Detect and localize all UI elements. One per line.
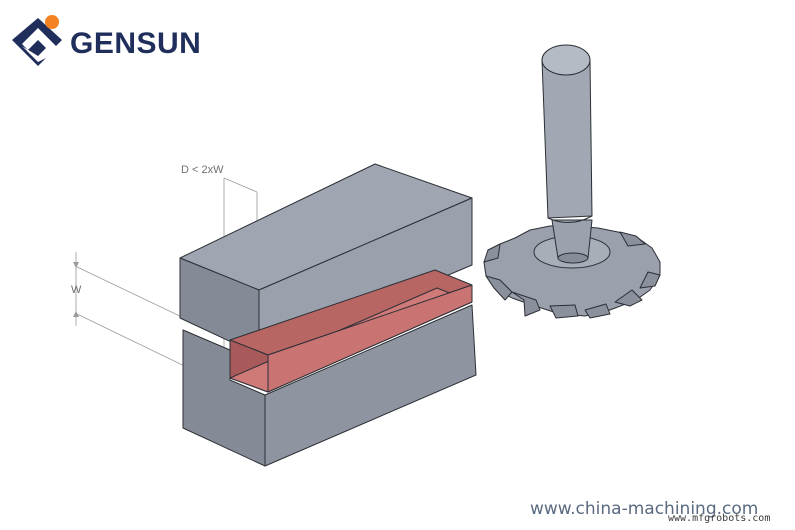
watermark: www.mfgrobots.com <box>668 513 771 524</box>
tool-shank <box>541 59 593 219</box>
brand-name: GENSUN <box>70 27 202 60</box>
tool-neck <box>551 219 593 259</box>
slot-milling-cutter <box>483 44 661 319</box>
site-url: www.china-machining.com <box>530 499 759 519</box>
gensun-logo-icon <box>12 15 62 66</box>
tool-shank-top <box>541 44 591 76</box>
cutter-disc-body <box>483 225 661 317</box>
workpiece-block <box>179 163 477 467</box>
depth-dimension-label: D < 2xW <box>181 164 224 176</box>
block-lower-side-face <box>264 304 477 467</box>
width-dimension-label: W <box>71 284 82 296</box>
slot-face <box>267 284 473 393</box>
cutter-teeth <box>483 231 661 319</box>
